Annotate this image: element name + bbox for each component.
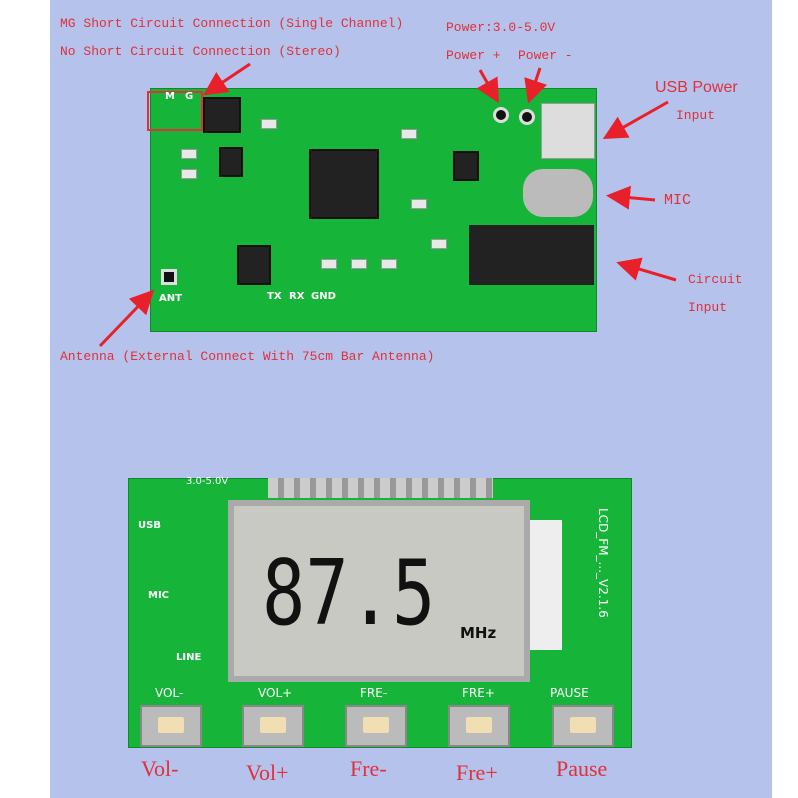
mic-label: MIC [664, 192, 692, 209]
silk-ant: ANT [159, 293, 182, 304]
silk-pause: PAUSE [550, 686, 589, 700]
ic [219, 147, 243, 177]
circuit-label: Circuit [688, 272, 743, 287]
vol-minus-button[interactable] [140, 705, 202, 747]
usb-power-label: USB Power [655, 79, 738, 96]
silk-g: G [185, 91, 194, 102]
caption-fre-minus: Fre- [350, 756, 387, 781]
silk-vol-plus: VOL+ [258, 686, 293, 700]
antenna-pad [161, 269, 177, 285]
caption-vol-minus: Vol- [141, 756, 179, 781]
silk-fre-minus: FRE- [360, 686, 388, 700]
power-minus-pad [519, 109, 535, 125]
silk-fre-plus: FRE+ [462, 686, 495, 700]
silk-tx: TX [267, 291, 282, 302]
fm-transmitter-board-top: M G ANT TX RX GND [147, 88, 597, 332]
fre-plus-button[interactable] [448, 705, 510, 747]
power-plus-pad [493, 107, 509, 123]
caption-fre-plus: Fre+ [456, 760, 498, 785]
silk-mic: MIC [148, 590, 170, 601]
frequency-readout: 87.5 [262, 541, 436, 646]
caption-vol-plus: Vol+ [246, 760, 289, 785]
power-range-label: Power:3.0-5.0V [446, 20, 556, 35]
power-minus-label: Power - [518, 48, 573, 63]
annotation-arrows [98, 62, 677, 348]
fre-minus-button[interactable] [345, 705, 407, 747]
audio-jack [469, 225, 594, 285]
frequency-unit: MHz [460, 624, 497, 642]
caption-pause: Pause [556, 756, 608, 781]
vol-plus-button[interactable] [242, 705, 304, 747]
no-short-label: No Short Circuit Connection (Stereo) [60, 44, 341, 59]
main-chip [309, 149, 379, 219]
lcd-display: 87.5 MHz [228, 500, 530, 682]
silk-m: M [165, 91, 175, 102]
ic [237, 245, 271, 285]
inductor [203, 97, 241, 133]
lcd-pins [268, 478, 493, 498]
silk-model: LCD_FM_..._V2.1.6 [596, 508, 610, 618]
circuit-input-label: Input [688, 300, 728, 315]
usb-input-label: Input [676, 108, 716, 123]
silk-usb: USB [138, 520, 161, 531]
pause-button[interactable] [552, 705, 614, 747]
silk-rx: RX [289, 291, 305, 302]
power-plus-label: Power + [446, 48, 501, 63]
mg-short-label: MG Short Circuit Connection (Single Chan… [60, 16, 404, 31]
silk-line: LINE [176, 652, 202, 663]
silk-vol-minus: VOL- [155, 686, 184, 700]
usb-port [541, 103, 595, 159]
silk-gnd: GND [311, 291, 336, 302]
ic [453, 151, 479, 181]
microphone [523, 169, 593, 217]
mg-highlight-box [147, 91, 203, 131]
antenna-label: Antenna (External Connect With 75cm Bar … [60, 349, 435, 364]
silk-power: 3.0-5.0V [186, 476, 229, 487]
